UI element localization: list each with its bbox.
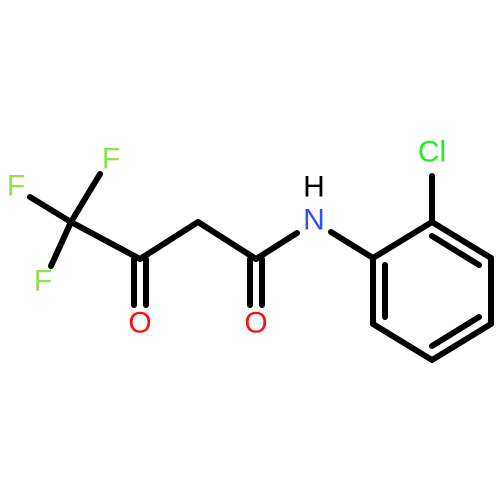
bond-c-f-left	[27, 194, 74, 225]
atom-f-left: F	[7, 170, 25, 203]
ring-inner-bond-1	[429, 233, 482, 268]
atom-f-bottom: F	[34, 265, 52, 298]
bond-c-f-top	[68, 171, 103, 225]
bond-n-aryl	[328, 229, 376, 261]
bond-ketone-ch2	[137, 219, 201, 262]
ring-bond-2	[429, 219, 494, 261]
bond-c-f-bottom	[48, 219, 74, 269]
atom-n-amide: N	[303, 204, 325, 237]
atom-o-amide: O	[244, 307, 267, 340]
ring-bond-4	[429, 321, 494, 363]
bonds	[27, 171, 494, 363]
atom-cl: Cl	[418, 136, 446, 169]
ring-bond-5	[370, 321, 435, 363]
atom-labels: F F F O O N H Cl	[7, 136, 446, 340]
bond-cf3-ketone-carbon	[68, 219, 143, 262]
atom-f-top: F	[102, 143, 120, 176]
atom-h-amide: H	[303, 171, 325, 204]
ring-inner-bond-2	[429, 314, 482, 349]
atom-o-ketone: O	[128, 307, 151, 340]
bond-amide-carbon-n	[253, 230, 300, 262]
ring-bond-1	[370, 219, 435, 261]
bond-ch2-amide-carbon	[195, 219, 259, 262]
